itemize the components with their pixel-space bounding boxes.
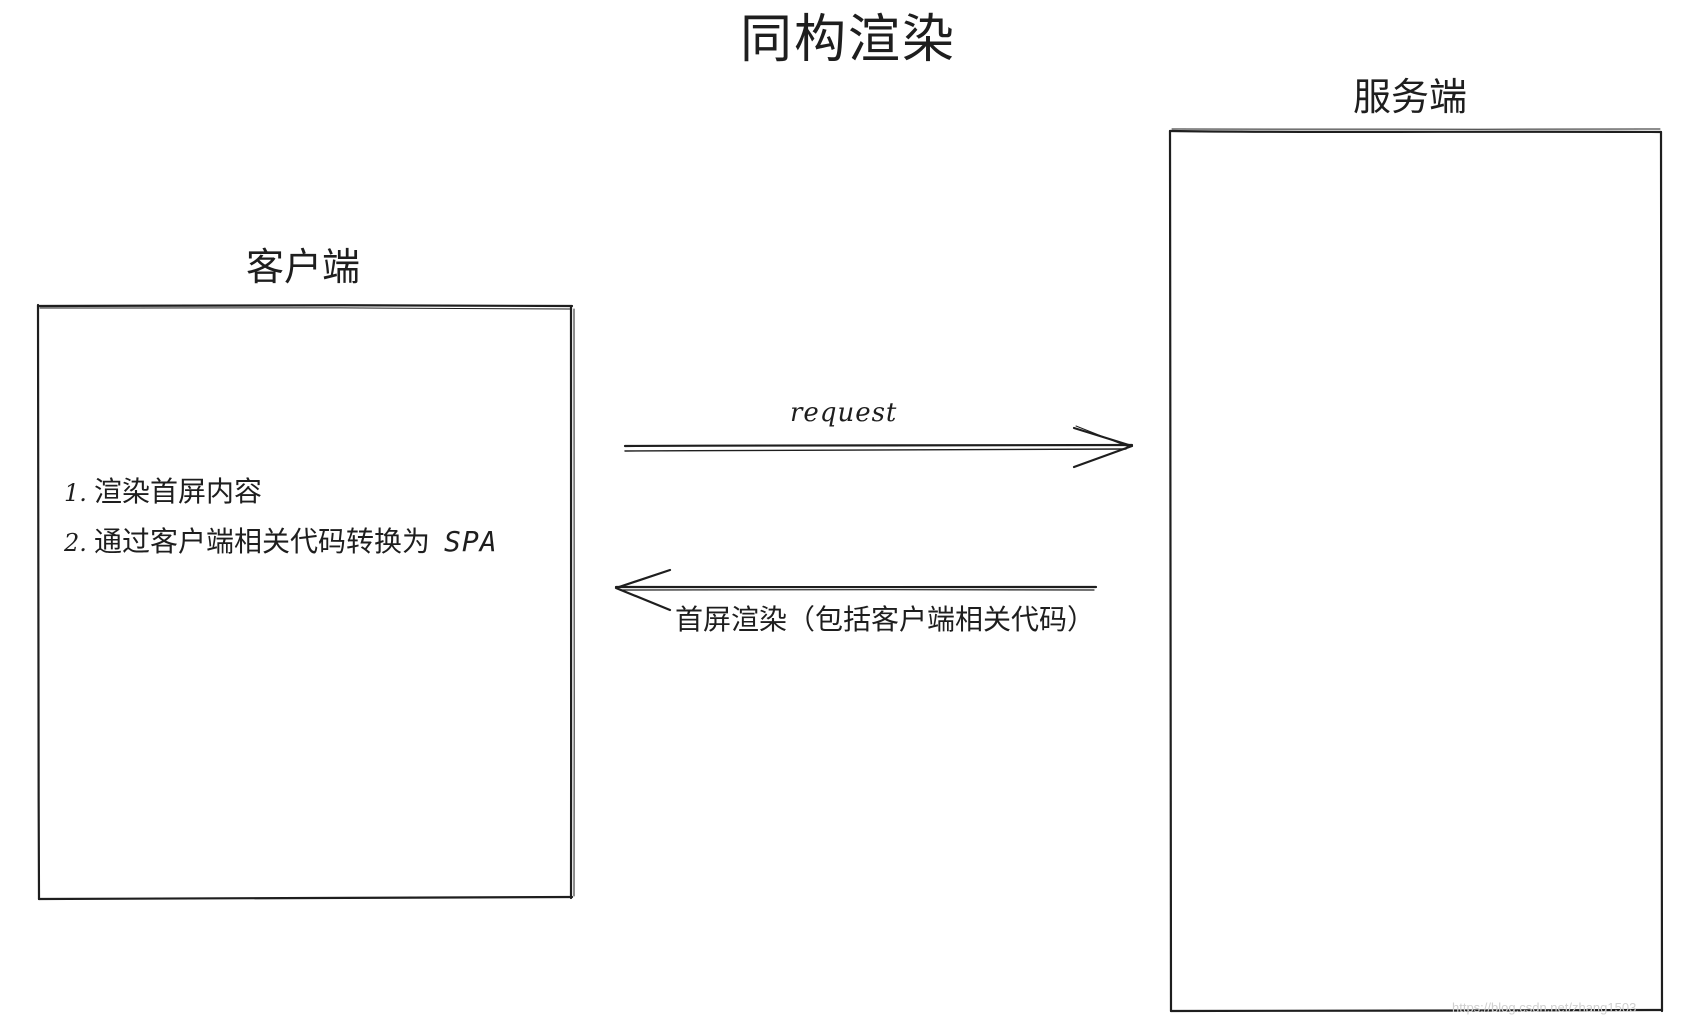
diagram-title: 同构渲染: [740, 10, 957, 70]
step-suffix: SPA: [444, 525, 498, 558]
client-title: 客户端: [246, 245, 361, 289]
request-arrow: [623, 425, 1134, 469]
server-title: 服务端: [1353, 75, 1468, 119]
server-box: [1168, 128, 1664, 1013]
response-arrow: [614, 568, 1098, 612]
watermark: https://blog.csdn.net/zhang1503: [1452, 1000, 1637, 1015]
client-step-2: 2.通过客户端相关代码转换为 SPA: [64, 528, 498, 556]
response-label: 首屏渲染（包括客户端相关代码）: [675, 603, 1096, 636]
step-text: 渲染首屏内容: [94, 475, 263, 508]
request-label: request: [790, 398, 898, 428]
step-text: 通过客户端相关代码转换为: [94, 525, 431, 558]
step-number: 2.: [64, 529, 87, 557]
client-box: [36, 303, 575, 901]
client-step-1: 1.渲染首屏内容: [64, 478, 262, 506]
step-number: 1.: [64, 479, 87, 507]
